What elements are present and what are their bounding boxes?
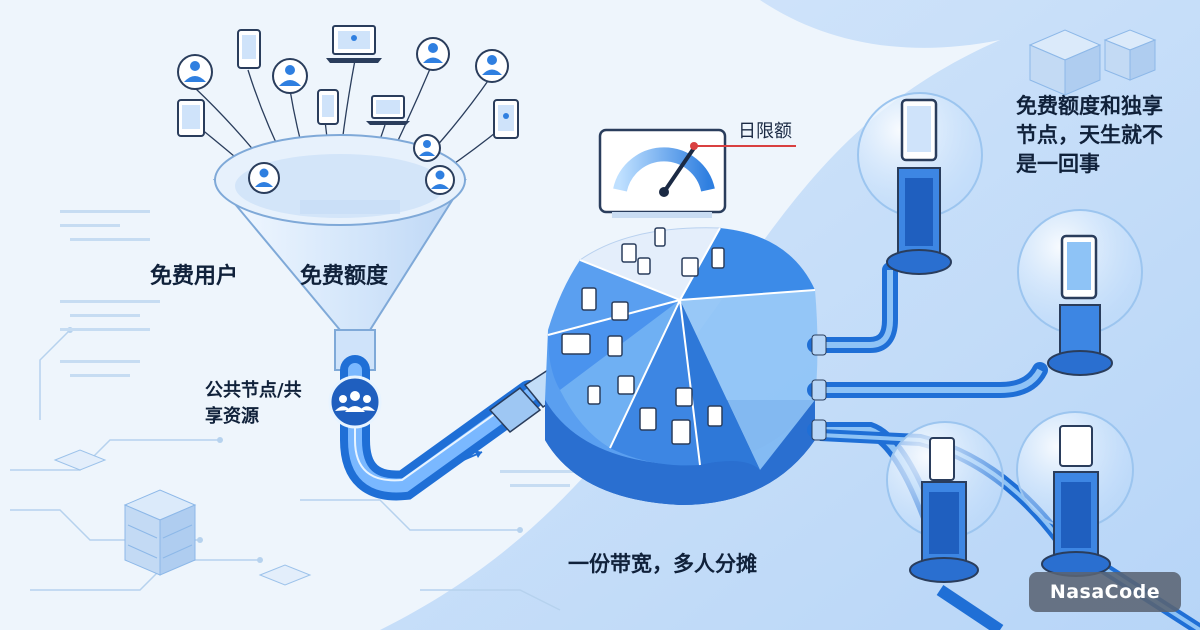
phone-icon	[317, 89, 339, 125]
user-avatar-icon	[416, 37, 450, 71]
server-stack-icon	[1103, 29, 1157, 81]
laptop-icon	[366, 95, 410, 125]
flow-arrow	[439, 451, 483, 471]
dedicated-node-icon	[857, 92, 983, 275]
shared-bandwidth-pie	[545, 227, 818, 505]
circuit-traces	[10, 329, 561, 611]
user-avatar-icon	[475, 49, 509, 83]
phone-icon	[237, 29, 261, 69]
user-avatar-icon	[177, 54, 213, 90]
pipe-flow-line	[354, 380, 521, 482]
daily-limit-marker	[690, 142, 698, 150]
user-avatar-icon	[413, 134, 441, 162]
server-stack-icon	[1028, 29, 1102, 96]
brand-badge: NasaCode	[1029, 572, 1181, 612]
daily-limit-label: 日限额	[738, 121, 792, 142]
pie-device-icons	[561, 227, 725, 445]
user-avatar-icon	[248, 162, 280, 194]
shared-nodes-label: 公共节点/共享资源	[205, 380, 302, 427]
headline: 免费额度和独享节点，天生就不是一回事	[1016, 94, 1163, 176]
dedicated-node-icon	[886, 421, 1004, 583]
speed-gauge-icon	[598, 128, 727, 218]
tablet-icon	[493, 99, 519, 139]
group-users-icon	[328, 375, 382, 429]
bandwidth-split-label: 一份带宽，多人分摊	[568, 552, 757, 576]
pipe-valves	[811, 334, 827, 441]
user-avatar-icon	[425, 165, 455, 195]
free-users-label: 免费用户	[150, 264, 239, 289]
server-stack-icon	[123, 489, 197, 576]
tablet-icon	[177, 99, 205, 137]
dedicated-node-icon	[1017, 209, 1143, 376]
free-quota-label: 免费额度	[300, 264, 389, 289]
chip-icon	[53, 449, 312, 586]
funnel-arrows	[300, 200, 400, 214]
flow-arrow-head	[474, 450, 482, 458]
user-avatar-icon	[272, 58, 308, 94]
laptop-icon	[326, 25, 382, 63]
circuit-nodes	[67, 327, 523, 563]
dedicated-node-icon	[1016, 411, 1134, 577]
